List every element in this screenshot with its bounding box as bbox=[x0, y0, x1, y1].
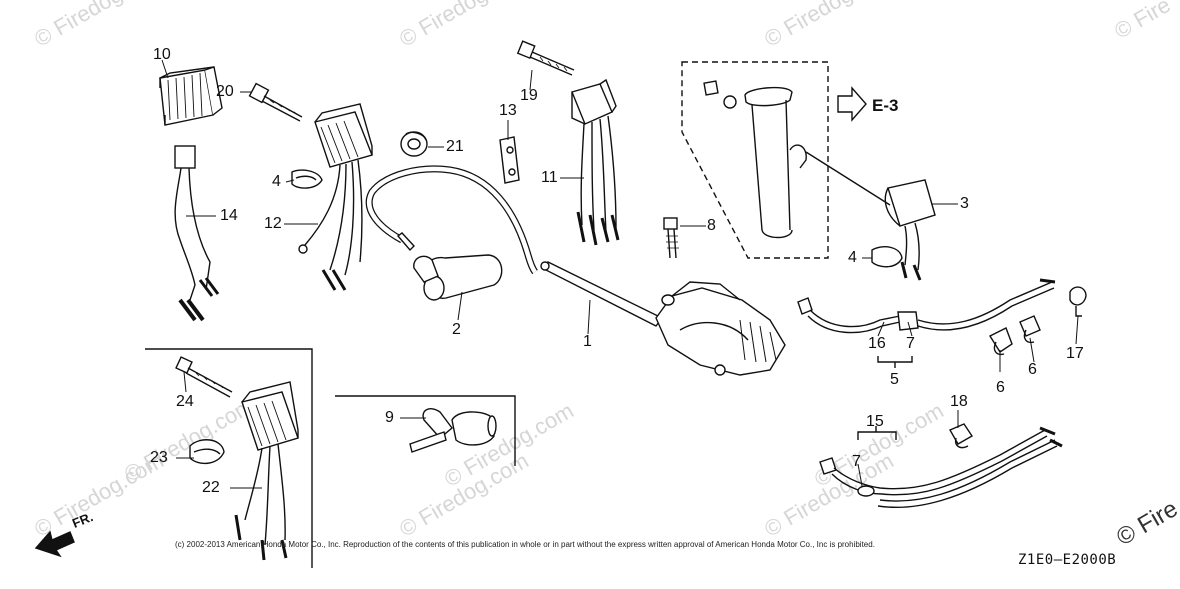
callout-7: 7 bbox=[852, 453, 861, 470]
bolt-part-19 bbox=[516, 40, 575, 76]
callout-7: 7 bbox=[906, 335, 915, 352]
callout-9: 9 bbox=[385, 409, 394, 426]
callout-8: 8 bbox=[707, 217, 716, 234]
callout-4: 4 bbox=[272, 173, 281, 190]
leader-16 bbox=[877, 321, 885, 337]
callout-3: 3 bbox=[960, 195, 969, 212]
callout-24: 24 bbox=[176, 393, 194, 410]
callout-17: 17 bbox=[1066, 345, 1084, 362]
spark-plug-cap-assembly bbox=[703, 80, 891, 239]
callout-14: 14 bbox=[220, 207, 238, 224]
callout-22: 22 bbox=[202, 479, 220, 496]
clip-part-6-a bbox=[988, 327, 1013, 356]
callout-10: 10 bbox=[153, 46, 171, 63]
clip-part-6-b bbox=[1019, 315, 1041, 344]
clamp-part-23 bbox=[189, 439, 225, 465]
ignition-coil-part-1 bbox=[540, 261, 786, 376]
inset-frame-left bbox=[145, 348, 313, 568]
e3-arrow bbox=[837, 86, 867, 122]
regulator-part-12 bbox=[298, 103, 373, 291]
spark-plug-part-9 bbox=[409, 408, 497, 453]
leader-10 bbox=[161, 59, 169, 79]
callout-5: 5 bbox=[890, 371, 899, 388]
bolt-part-20 bbox=[248, 82, 303, 122]
clip-part-17 bbox=[1069, 286, 1087, 317]
stop-wire-part-16 bbox=[797, 278, 1056, 334]
external-ref-label: E-3 bbox=[872, 96, 899, 115]
callout-1: 1 bbox=[583, 333, 592, 350]
diagram-code: Z1E0—E2000B bbox=[1018, 552, 1117, 568]
bracket-5 bbox=[877, 356, 913, 368]
bolt-part-24 bbox=[175, 356, 233, 398]
callout-20: 20 bbox=[216, 83, 234, 100]
callout-6: 6 bbox=[996, 379, 1005, 396]
leader-19 bbox=[529, 69, 533, 91]
leader-7a bbox=[907, 321, 913, 337]
harness-part-14 bbox=[174, 145, 220, 322]
callout-21: 21 bbox=[446, 138, 464, 155]
callout-16: 16 bbox=[868, 335, 886, 352]
copyright-notice: (c) 2002-2013 American Honda Motor Co., … bbox=[175, 540, 875, 549]
callout-2: 2 bbox=[452, 321, 461, 338]
callout-13: 13 bbox=[499, 102, 517, 119]
bracket-15 bbox=[857, 426, 897, 440]
dashed-group-box bbox=[681, 61, 829, 259]
bracket-part-13 bbox=[499, 136, 520, 184]
regulator-part-10 bbox=[159, 66, 223, 126]
inset-frame-mid bbox=[335, 395, 516, 466]
leader-2 bbox=[457, 291, 463, 321]
clamp-part-4-right bbox=[871, 246, 903, 268]
leader-7b bbox=[857, 463, 863, 487]
callout-11: 11 bbox=[541, 169, 558, 186]
callout-15: 15 bbox=[866, 413, 884, 430]
wire-harness-part-15 bbox=[819, 426, 1063, 509]
leader-1 bbox=[587, 299, 591, 335]
leader-17 bbox=[1075, 315, 1079, 345]
condenser-part-3 bbox=[884, 179, 936, 281]
callout-4: 4 bbox=[848, 249, 857, 266]
callout-23: 23 bbox=[150, 449, 168, 466]
grommet-part-21 bbox=[400, 131, 428, 157]
leader-4a bbox=[285, 179, 295, 183]
leader-24 bbox=[183, 371, 187, 393]
clip-part-18 bbox=[949, 423, 973, 449]
leader-6b bbox=[1029, 337, 1035, 363]
switch-part-11 bbox=[571, 78, 620, 246]
regulator-part-22 bbox=[234, 381, 299, 561]
hv-cord-part-2 bbox=[365, 165, 538, 301]
callout-12: 12 bbox=[264, 215, 282, 232]
callout-19: 19 bbox=[520, 87, 538, 104]
bolt-part-8 bbox=[663, 217, 679, 259]
fr-arrow-icon bbox=[34, 530, 75, 558]
callout-18: 18 bbox=[950, 393, 968, 410]
clamp-part-4-left bbox=[291, 169, 323, 189]
callout-6: 6 bbox=[1028, 361, 1037, 378]
